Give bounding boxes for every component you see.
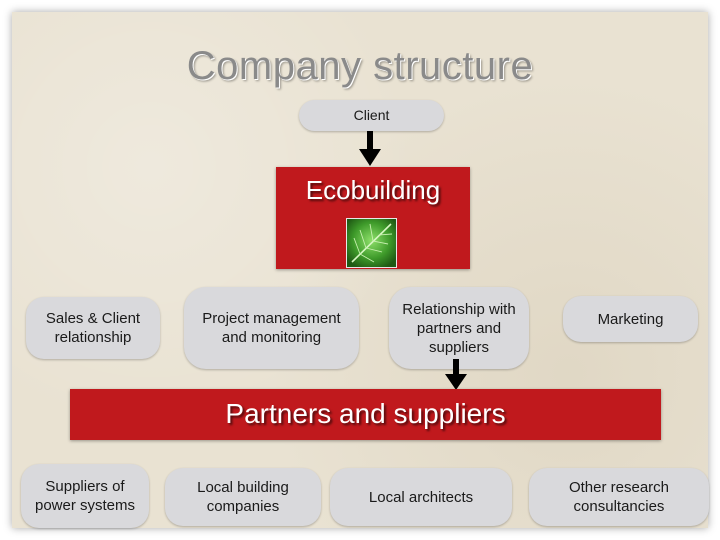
partner-local-building: Local building companies: [165, 468, 321, 526]
ecobuilding-box: Ecobuilding: [276, 167, 470, 269]
partner-local-architects: Local architects: [330, 468, 512, 526]
partners-header-box: Partners and suppliers: [70, 389, 661, 440]
leaf-icon: [346, 218, 397, 268]
ecobuilding-title: Ecobuilding: [305, 175, 441, 205]
function-marketing: Marketing: [563, 296, 698, 342]
function-partner-relationship: Relationship with partners and suppliers: [389, 287, 529, 369]
partner-power-suppliers: Suppliers of power systems: [21, 464, 149, 528]
slide-background: [12, 12, 708, 528]
down-arrow-icon: [445, 359, 467, 390]
function-sales-client: Sales & Client relationship: [26, 297, 160, 359]
function-project-management: Project management and monitoring: [184, 287, 359, 369]
partner-research-consultancies: Other research consultancies: [529, 468, 709, 526]
client-node: Client: [299, 100, 444, 131]
partners-header-title: Partners and suppliers: [225, 398, 506, 429]
down-arrow-icon: [359, 131, 381, 166]
page-title: Company structure: [186, 44, 534, 88]
